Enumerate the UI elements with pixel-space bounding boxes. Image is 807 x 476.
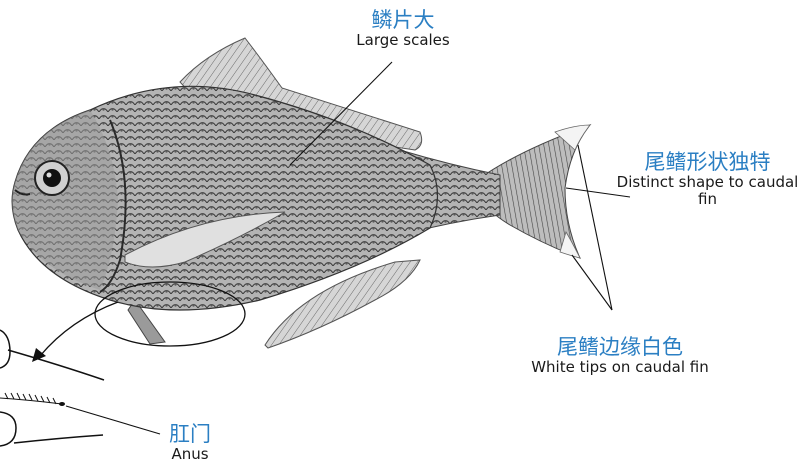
label-large-scales-en: Large scales (318, 32, 488, 49)
label-anus-zh: 肛门 (140, 422, 240, 446)
label-large-scales-zh: 鳞片大 (318, 8, 488, 32)
label-anus-en: Anus (140, 446, 240, 463)
label-white-tips: 尾鳍边缘白色 White tips on caudal fin (480, 335, 760, 376)
label-white-tips-en: White tips on caudal fin (480, 359, 760, 376)
label-caudal-shape-zh: 尾鳍形状独特 (608, 150, 807, 174)
anus-inset (0, 330, 104, 446)
label-anus: 肛门 Anus (140, 422, 240, 463)
label-white-tips-zh: 尾鳍边缘白色 (480, 335, 760, 359)
label-large-scales: 鳞片大 Large scales (318, 8, 488, 49)
label-caudal-shape-en: Distinct shape to caudal fin (608, 174, 807, 209)
leader-tip-upper (578, 145, 612, 310)
label-caudal-shape: 尾鳍形状独特 Distinct shape to caudal fin (608, 150, 807, 209)
